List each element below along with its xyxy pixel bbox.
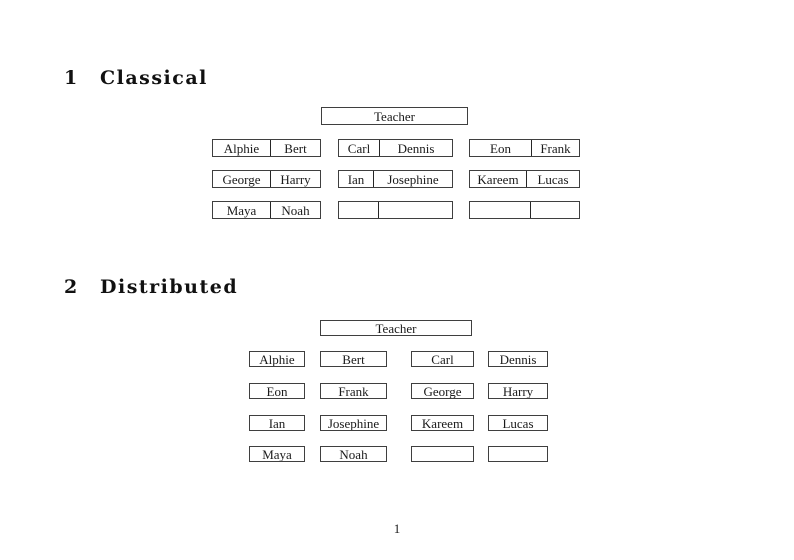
desk: Kareem Lucas (469, 170, 580, 188)
student-box: Noah (320, 446, 387, 462)
seat-cell: Dennis (397, 140, 435, 156)
seat-cell (470, 202, 531, 218)
section-number: 1 (64, 67, 78, 89)
seat-cell: Eon (470, 140, 532, 156)
desk: Ian Josephine (338, 170, 453, 188)
section-heading-classical: 1 Classical (64, 67, 208, 89)
section-heading-distributed: 2 Distributed (64, 276, 238, 298)
seat-cell: Maya (213, 202, 271, 218)
seat-cell: Ian (339, 171, 374, 187)
desk: Eon Frank (469, 139, 580, 157)
section-title: Classical (100, 67, 208, 89)
seat-cell (531, 202, 579, 218)
student-box: Josephine (320, 415, 387, 431)
seat-cell (339, 202, 379, 218)
desk (469, 201, 580, 219)
student-box: George (411, 383, 474, 399)
desk: Carl Dennis (338, 139, 453, 157)
seat-cell (379, 202, 452, 218)
seat-cell: Frank (540, 140, 571, 156)
desk: Alphie Bert (212, 139, 321, 157)
student-box: Bert (320, 351, 387, 367)
student-box: Harry (488, 383, 548, 399)
student-box: Kareem (411, 415, 474, 431)
seat-cell: Noah (281, 202, 310, 218)
student-box: Eon (249, 383, 305, 399)
student-box: Ian (249, 415, 305, 431)
section-number: 2 (64, 276, 78, 298)
seat-cell: Alphie (213, 140, 271, 156)
seat-cell: Lucas (537, 171, 569, 187)
seat-cell: Carl (339, 140, 380, 156)
student-box (488, 446, 548, 462)
student-box: Carl (411, 351, 474, 367)
desk (338, 201, 453, 219)
seat-cell: Bert (284, 140, 307, 156)
teacher-box: Teacher (320, 320, 472, 336)
teacher-box: Teacher (321, 107, 468, 125)
seat-cell: Kareem (470, 171, 527, 187)
page-number: 1 (393, 521, 401, 536)
student-box (411, 446, 474, 462)
student-box: Frank (320, 383, 387, 399)
desk: Maya Noah (212, 201, 321, 219)
student-box: Maya (249, 446, 305, 462)
student-box: Lucas (488, 415, 548, 431)
student-box: Alphie (249, 351, 305, 367)
seat-cell: Harry (280, 171, 311, 187)
seat-cell: Josephine (387, 171, 439, 187)
seat-cell: George (213, 171, 271, 187)
desk: George Harry (212, 170, 321, 188)
section-title: Distributed (100, 276, 239, 298)
student-box: Dennis (488, 351, 548, 367)
